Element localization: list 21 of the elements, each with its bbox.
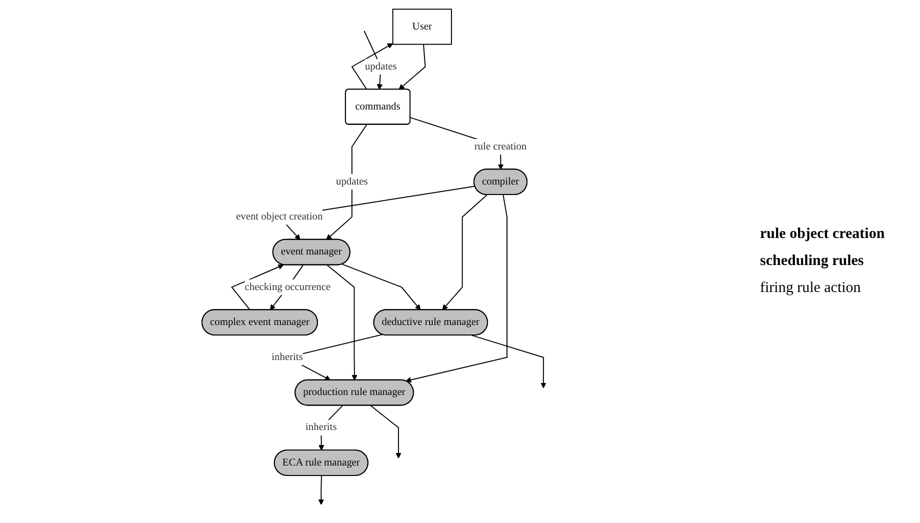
edge-label: event object creation [236,211,323,222]
edge-label: inherits [272,352,303,363]
arrow [342,264,421,310]
edge-label: checking occurrence [244,281,331,292]
arrow [370,405,402,458]
node-box: User [392,8,452,45]
arrow [351,43,394,90]
arrow [231,264,284,310]
edge-label: inherits [306,422,337,433]
edge-label: updates [364,60,397,72]
arrow [398,44,426,90]
arrow [442,194,488,310]
arrow [326,264,358,380]
annotation-text: firing rule action [760,280,862,297]
arrow [318,475,324,505]
edge-label: updates [336,176,368,188]
edge-label: rule creation [474,140,527,152]
annotation-text: rule object creation [760,226,886,243]
arrow [471,334,546,388]
arrow [406,194,508,383]
annotation-text: scheduling rules [760,253,865,270]
